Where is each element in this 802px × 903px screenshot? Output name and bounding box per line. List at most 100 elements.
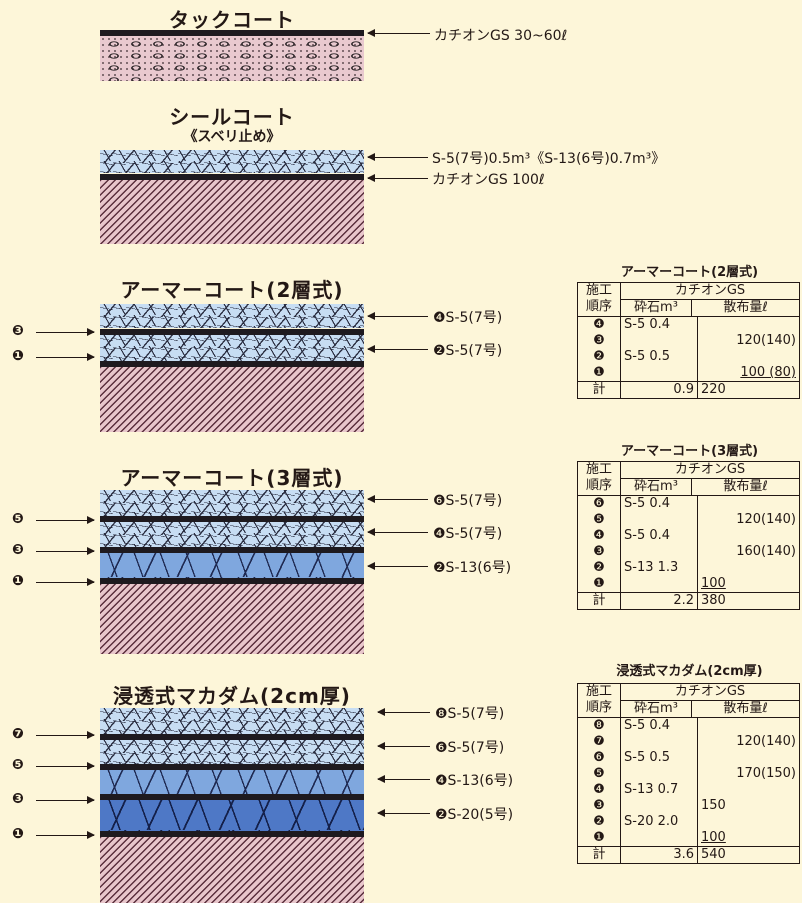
tack-asphalt-layer [100, 30, 364, 36]
armor2-asphalt-lower [100, 361, 364, 367]
armor3-left-pointer-3 [36, 547, 95, 555]
armor2-label-4: ❹S-5(7号) [433, 310, 503, 326]
macadam-asphalt-3 [100, 794, 364, 800]
seal-gs-pointer [367, 174, 428, 182]
macadam-pointer-2 [377, 809, 430, 817]
macadam-left-pointer-3 [36, 796, 95, 804]
armor2-pointer-4 [367, 312, 428, 320]
macadam-label-2: ❷S-20(5号) [435, 807, 514, 823]
table3-total-spray: 540 [697, 846, 800, 864]
armor2-top-stone-layer [100, 304, 364, 328]
seal-title: シールコート [169, 105, 295, 129]
tack-aggregate-layer [100, 36, 364, 81]
seal-stone-layer [100, 150, 364, 173]
table2-total-stone: 2.2 [620, 592, 698, 610]
table1-total-stone: 0.9 [620, 381, 698, 399]
table1-spray-header: 散布量ℓ [691, 300, 799, 316]
macadam-s5-upper-layer [100, 708, 364, 734]
macadam-left-pointer-7 [36, 731, 95, 739]
armor3-asphalt-2 [100, 547, 364, 553]
macadam-base-layer [100, 837, 364, 903]
armor3-bottom-stone-layer [100, 553, 364, 578]
armor2-title: アーマーコート(2層式) [120, 278, 344, 302]
seal-asphalt-layer [100, 174, 364, 180]
armor3-label-4: ❹S-5(7号) [433, 526, 503, 542]
armor2-marker-3: ❸ [12, 323, 24, 339]
macadam-asphalt-2 [100, 764, 364, 770]
armor3-left-pointer-1 [36, 578, 95, 586]
table1-caption: アーマーコート(2層式) [620, 265, 759, 280]
table2-spray-column: 120(140)160(140)100 [697, 495, 800, 593]
armor3-title: アーマーコート(3層式) [120, 466, 344, 490]
macadam-marker-5: ❺ [12, 757, 24, 773]
armor2-marker-1: ❶ [12, 348, 24, 364]
armor3-top-stone-layer [100, 490, 364, 516]
seal-stone-pointer [367, 153, 428, 161]
armor3-left-pointer-5 [36, 516, 95, 524]
table2-total-spray: 380 [697, 592, 800, 610]
table1-total-label: 計 [577, 381, 621, 399]
macadam-pointer-4 [377, 775, 430, 783]
armor2-label-2: ❷S-5(7号) [433, 343, 503, 359]
seal-subtitle: 《スベリ止め》 [183, 129, 281, 145]
macadam-s5-lower-layer [100, 740, 364, 764]
macadam-label-6: ❻S-5(7号) [435, 740, 505, 756]
macadam-asphalt-4 [100, 831, 364, 837]
table3-caption: 浸透式マカダム(2cm厚) [616, 664, 763, 679]
table2-order-header: 施工順序 [577, 461, 621, 496]
armor3-asphalt-1 [100, 516, 364, 522]
macadam-marker-1: ❶ [12, 826, 24, 842]
table1-spray-column: 120(140)100 (80) [697, 316, 800, 382]
armor3-pointer-6 [367, 495, 428, 503]
armor3-marker-5: ❺ [12, 511, 24, 527]
table2-caption: アーマーコート(3層式) [620, 444, 759, 459]
macadam-marker-7: ❼ [12, 726, 24, 742]
table2-total-label: 計 [577, 592, 621, 610]
armor3-marker-1: ❶ [12, 573, 24, 589]
table1-total-spray: 220 [697, 381, 800, 399]
macadam-marker-3: ❸ [12, 791, 24, 807]
armor2-pointer-2 [367, 345, 428, 353]
seal-stone-label: S-5(7号)0.5m³《S-13(6号)0.7m³》 [432, 151, 666, 167]
armor3-mid-stone-layer [100, 522, 364, 547]
armor3-base-layer [100, 584, 364, 654]
table3-stone-header: 砕石m³ [634, 701, 678, 716]
armor3-pointer-2 [367, 562, 428, 570]
seal-gs-label: カチオンGS 100ℓ [432, 172, 545, 188]
armor2-bottom-stone-layer [100, 335, 364, 361]
macadam-left-pointer-5 [36, 762, 95, 770]
table2-stone-header: 砕石m³ [634, 479, 678, 494]
macadam-asphalt-1 [100, 734, 364, 740]
armor3-label-6: ❻S-5(7号) [433, 493, 503, 509]
macadam-left-pointer-1 [36, 831, 95, 839]
table1-stone-header: 砕石m³ [634, 300, 678, 315]
macadam-label-8: ❽S-5(7号) [435, 706, 505, 722]
armor3-pointer-4 [367, 528, 428, 536]
table3-order-header: 施工順序 [577, 683, 621, 718]
tack-title: タックコート [169, 8, 295, 32]
armor2-left-pointer-3 [36, 328, 95, 336]
armor3-label-2: ❷S-13(6号) [433, 560, 512, 576]
table3-total-label: 計 [577, 846, 621, 864]
table1-order-header: 施工順序 [577, 282, 621, 317]
macadam-pointer-8 [377, 708, 430, 716]
macadam-s20-layer [100, 800, 364, 831]
macadam-pointer-6 [377, 742, 430, 750]
armor2-asphalt-upper [100, 329, 364, 335]
macadam-title: 浸透式マカダム(2cm厚) [113, 684, 351, 708]
armor3-asphalt-3 [100, 578, 364, 584]
macadam-s13-layer [100, 770, 364, 794]
table3-spray-header: 散布量ℓ [691, 701, 799, 717]
